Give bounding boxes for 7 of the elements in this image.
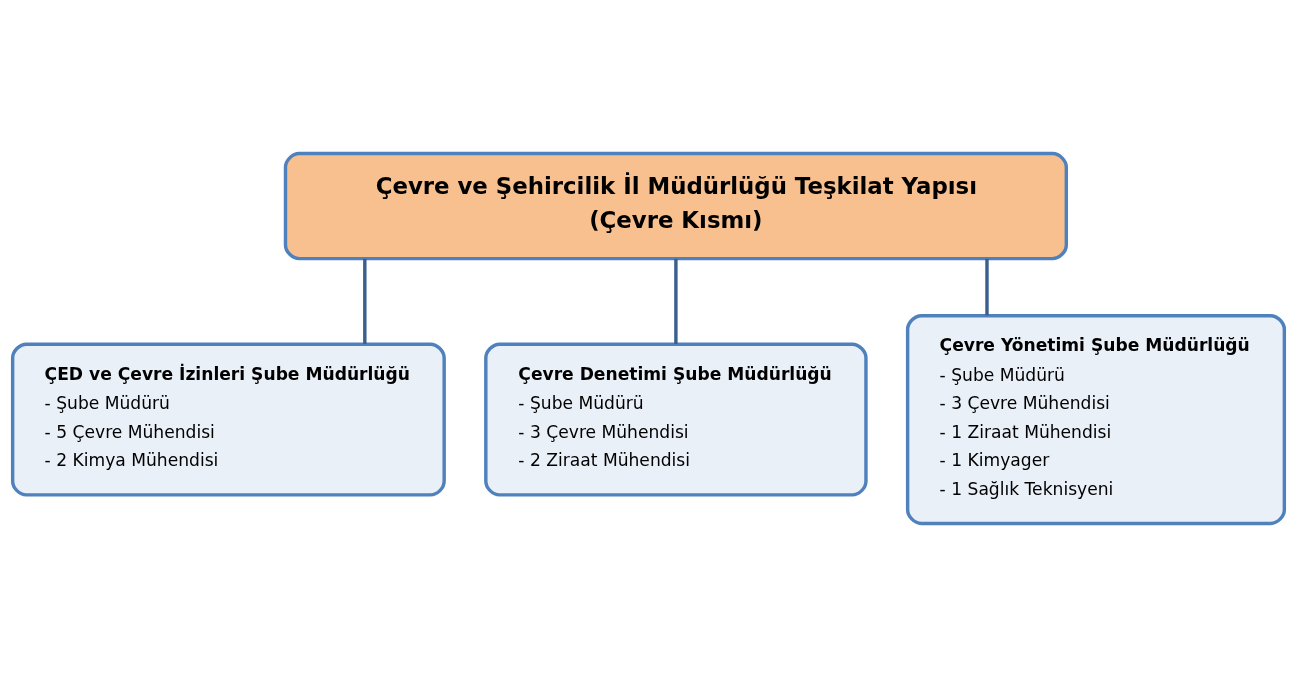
connector xyxy=(674,258,678,345)
connector xyxy=(985,258,989,316)
node-box: Çevre Denetimi Şube Müdürlüğü - Şube Müdürü - 3 Çevre Mühendisi - 2 Ziraat Mühendisi xyxy=(484,342,868,497)
node-box: Çevre ve Şehircilik İl Müdürlüğü Teşkilat Yapısı (Çevre Kısmı) xyxy=(283,151,1068,261)
node-box: Çevre Yönetimi Şube Müdürlüğü - Şube Müdürü - 3 Çevre Mühendisi - 1 Ziraat Mühendisi - 1 Kimyager - 1 Sağlık Teknisyeni xyxy=(905,313,1287,526)
node-box: ÇED ve Çevre İzinleri Şube Müdürlüğü - Şube Müdürü - 5 Çevre Mühendisi - 2 Kimya Mühendisi xyxy=(10,342,446,497)
connector xyxy=(363,258,367,345)
